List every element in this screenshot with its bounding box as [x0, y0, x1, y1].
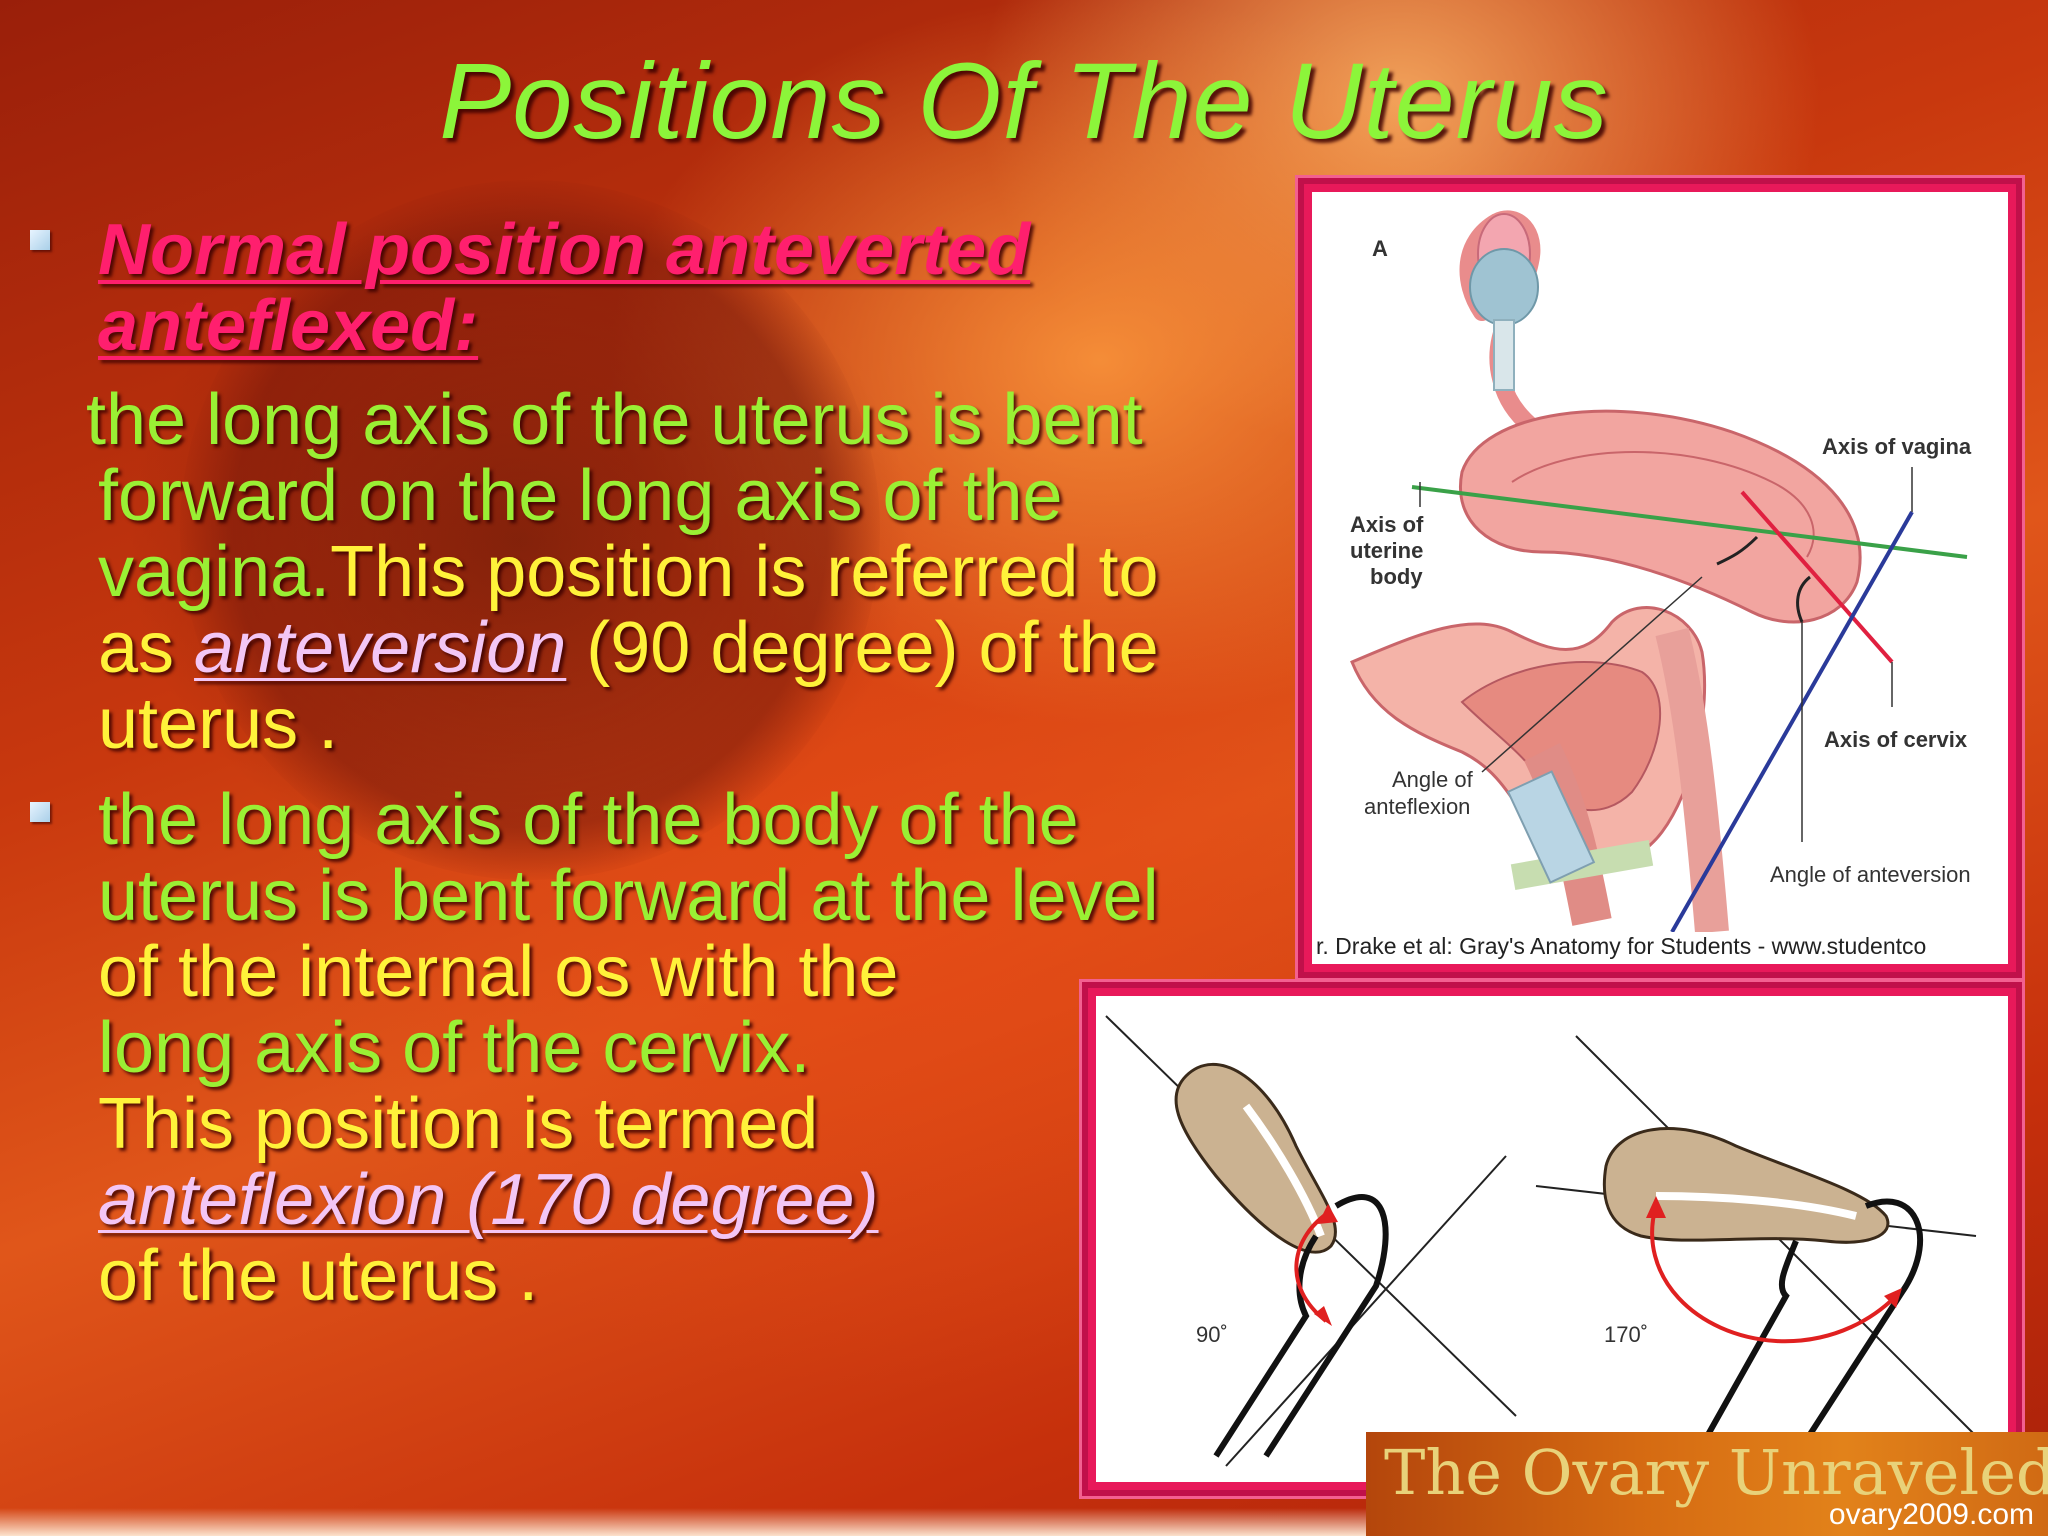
bullet2-line4: long axis of the cervix.: [98, 1008, 811, 1088]
slide-title: Positions Of The Uterus: [439, 40, 1609, 161]
figure-caption: r. Drake et al: Gray's Anatomy for Stude…: [1316, 933, 1927, 959]
bullet2-line5: This position is termed: [98, 1084, 819, 1164]
bullet2-line1: the long axis of the body of the: [98, 780, 1079, 860]
bullet1-body-line3-a: vagina.: [98, 532, 331, 612]
logo-title: The Ovary Unraveled: [1384, 1436, 2048, 1509]
label-angle-anteflexion-1: Angle of: [1392, 767, 1474, 792]
bullet-marker-1: [30, 230, 50, 250]
bullet1-heading-line2: anteflexed:: [98, 286, 479, 366]
label-angle-anteversion: Angle of anteversion: [1770, 862, 1971, 887]
angle-label-90: 90˚: [1196, 1322, 1228, 1347]
label-axis-uterine-1: Axis of: [1350, 512, 1424, 537]
logo-url: ovary2009.com: [1828, 1498, 2034, 1531]
bullet2-line2: uterus is bent forward at the level: [98, 856, 1159, 936]
bullet2-line6: anteflexion (170 degree): [98, 1162, 879, 1238]
label-axis-uterine-3: body: [1370, 564, 1423, 589]
ovary-unraveled-logo: The Ovary Unraveled ovary2009.com: [1366, 1432, 2048, 1536]
bullet1-body-line3: vagina.This position is referred to: [98, 534, 1159, 610]
bullet1-heading-line1: Normal position anteverted: [98, 210, 1031, 290]
bullet1-body-line4: as anteversion (90 degree) of the: [98, 610, 1159, 686]
anteversion-link[interactable]: anteversion: [194, 608, 567, 688]
bullet1-body-line3-b: This position is referred to: [330, 532, 1159, 612]
bullet1-body-line1: the long axis of the uterus is bent: [86, 380, 1143, 460]
angle-diagrams-illustration: 90˚ 170˚: [1105, 1015, 1977, 1467]
uterus-anatomy-illustration: A Axis of vagina Axis of uterine body Ax…: [1350, 210, 1972, 934]
bullet2-line7: of the uterus .: [98, 1236, 539, 1316]
bullet1-body-line4-a: as: [98, 608, 195, 688]
angle-diagram-figure: 90˚ 170˚: [1088, 988, 2016, 1490]
label-axis-of-cervix: Axis of cervix: [1824, 727, 1968, 752]
background-orb-decoration: [180, 180, 880, 880]
label-angle-anteflexion-2: anteflexion: [1364, 794, 1470, 819]
uterus-anatomy-figure: A Axis of vagina Axis of uterine body Ax…: [1304, 184, 2016, 972]
panel-letter: A: [1372, 236, 1388, 261]
label-axis-of-vagina: Axis of vagina: [1822, 434, 1972, 459]
bullet-marker-2: [30, 802, 50, 822]
anteflexion-link[interactable]: anteflexion (170 degree): [98, 1160, 879, 1240]
bullet2-line3: of the internal os with the: [98, 932, 899, 1012]
bullet1-body-line5: uterus .: [98, 684, 339, 764]
bullet1-body-line4-b: (90 degree) of the: [566, 608, 1159, 688]
label-axis-uterine-2: uterine: [1350, 538, 1423, 563]
bullet1-body-line2: forward on the long axis of the: [98, 456, 1063, 536]
angle-label-170: 170˚: [1604, 1322, 1648, 1347]
